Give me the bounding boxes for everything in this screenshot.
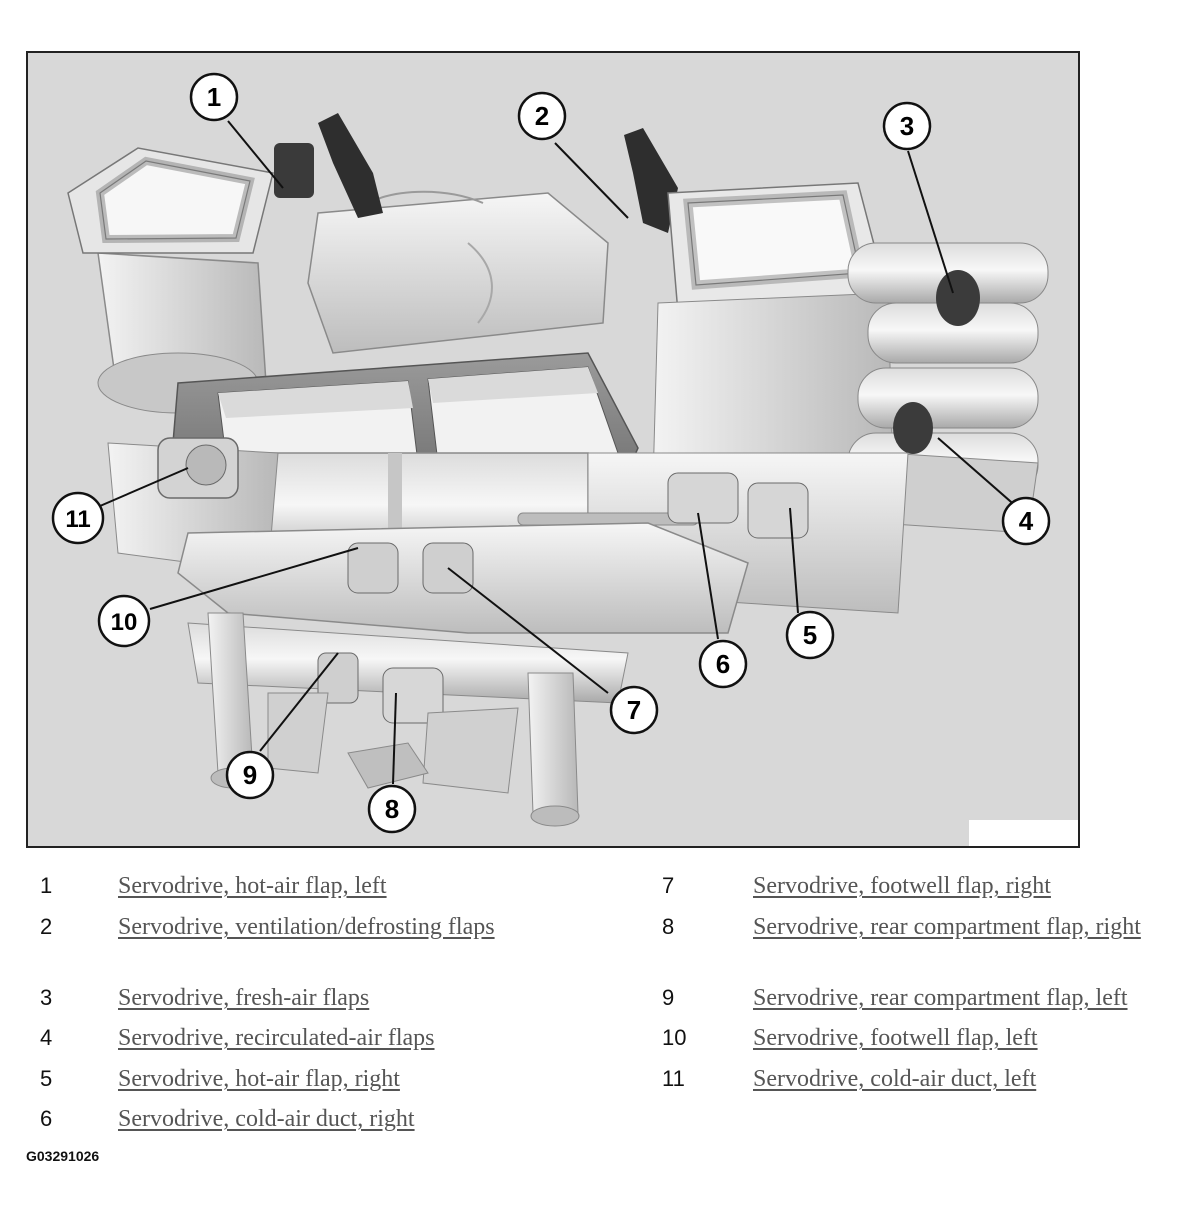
hvac-unit-illustration: 1 2 3 4 5 6 7 8 xyxy=(26,51,1080,848)
leader-line-2 xyxy=(554,142,629,219)
legend-number-7: 7 xyxy=(662,873,675,898)
left-blower-housing xyxy=(67,147,274,414)
legend-link-5[interactable]: Servodrive, hot-air flap, right xyxy=(118,1066,400,1092)
lower-assembly xyxy=(177,522,749,724)
callout-4: 4 xyxy=(1001,496,1051,546)
callout-label-9: 9 xyxy=(243,760,257,790)
callout-3: 3 xyxy=(882,101,932,151)
callout-6: 6 xyxy=(698,639,748,689)
leader-line-7 xyxy=(447,567,609,694)
legend-number-10: 10 xyxy=(662,1025,687,1050)
leader-line-10 xyxy=(149,547,359,610)
callout-label-3: 3 xyxy=(900,111,914,141)
callout-label-8: 8 xyxy=(385,794,399,824)
callout-label-4: 4 xyxy=(1019,506,1034,536)
legend-link-11[interactable]: Servodrive, cold-air duct, left xyxy=(753,1066,1037,1092)
callout-1: 1 xyxy=(189,72,239,122)
callout-2: 2 xyxy=(517,91,567,141)
right-top-duct xyxy=(652,182,894,484)
callout-label-5: 5 xyxy=(803,620,817,650)
callout-10: 10 xyxy=(97,594,151,648)
legend-number-1: 1 xyxy=(40,873,53,898)
callout-11: 11 xyxy=(51,491,105,545)
hvac-drawing: 1 2 3 4 5 6 7 8 xyxy=(51,72,1078,846)
leader-line-3 xyxy=(907,150,954,294)
callout-label-7: 7 xyxy=(627,695,641,725)
legend-link-8[interactable]: Servodrive, rear compartment flap, right xyxy=(753,914,1141,940)
callout-label-11: 11 xyxy=(65,506,90,533)
lower-legs xyxy=(207,612,580,827)
leader-line-11 xyxy=(99,467,189,507)
legend-number-4: 4 xyxy=(40,1025,53,1050)
leader-lines xyxy=(99,120,1019,785)
callout-label-10: 10 xyxy=(111,609,138,636)
legend-link-10[interactable]: Servodrive, footwell flap, left xyxy=(753,1025,1038,1051)
callout-5: 5 xyxy=(785,610,835,660)
top-linkages xyxy=(274,113,678,233)
legend-number-9: 9 xyxy=(662,985,675,1010)
leader-line-9 xyxy=(259,652,339,752)
legend-link-9[interactable]: Servodrive, rear compartment flap, left xyxy=(753,985,1128,1011)
leader-line-8 xyxy=(392,692,397,785)
legend-link-7[interactable]: Servodrive, footwell flap, right xyxy=(753,873,1051,899)
legend-link-6[interactable]: Servodrive, cold-air duct, right xyxy=(118,1106,415,1132)
legend-link-1[interactable]: Servodrive, hot-air flap, left xyxy=(118,873,387,899)
legend-number-6: 6 xyxy=(40,1106,53,1131)
central-top-duct xyxy=(307,190,609,354)
servo-motors xyxy=(157,437,809,539)
callout-9: 9 xyxy=(225,750,275,800)
legend-link-3[interactable]: Servodrive, fresh-air flaps xyxy=(118,985,370,1011)
blank-patch xyxy=(969,820,1078,846)
callout-label-6: 6 xyxy=(716,649,730,679)
legend-number-5: 5 xyxy=(40,1066,53,1091)
legend-number-2: 2 xyxy=(40,914,53,939)
leader-line-5 xyxy=(789,507,799,614)
callout-7: 7 xyxy=(609,685,659,735)
callout-8: 8 xyxy=(367,784,417,834)
leader-line-6 xyxy=(697,512,719,640)
legend-number-8: 8 xyxy=(662,914,675,939)
callout-label-2: 2 xyxy=(535,101,549,131)
right-cylinders xyxy=(847,242,1049,534)
leader-line-4 xyxy=(937,437,1019,509)
legend-link-2[interactable]: Servodrive, ventilation/defrosting flaps xyxy=(118,914,495,940)
figure-identifier: G03291026 xyxy=(26,1148,100,1164)
legend-number-3: 3 xyxy=(40,985,53,1010)
legend-link-4[interactable]: Servodrive, recirculated-air flaps xyxy=(118,1025,435,1051)
leader-line-1 xyxy=(227,120,284,189)
legend-number-11: 11 xyxy=(662,1066,685,1091)
callout-label-1: 1 xyxy=(207,82,221,112)
